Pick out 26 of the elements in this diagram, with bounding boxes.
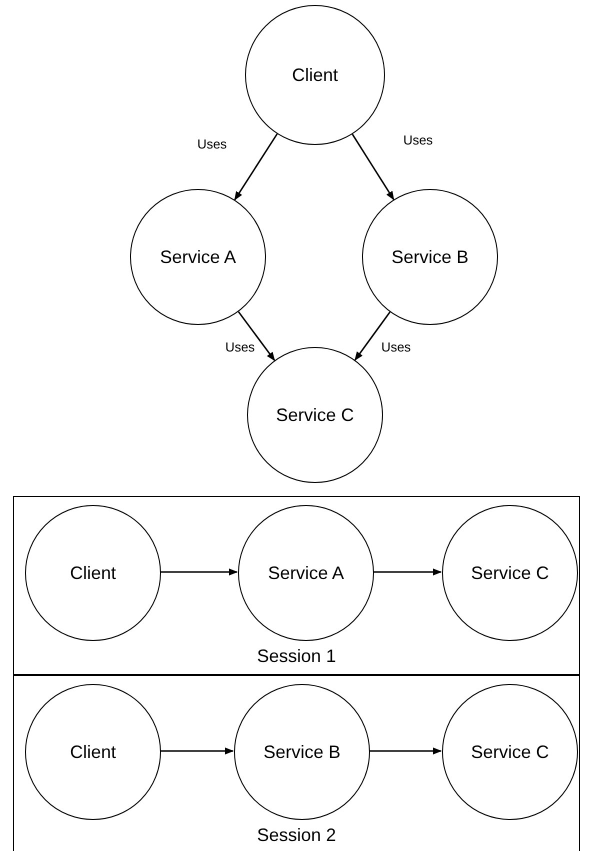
session-label: Session 2 <box>256 824 338 847</box>
arrow <box>373 568 442 576</box>
session-panel <box>13 496 580 675</box>
arrow <box>369 747 442 755</box>
edge-label: Uses <box>401 134 435 146</box>
arrow <box>238 311 276 362</box>
node-label: Service B <box>391 246 469 268</box>
node-label: Service C <box>276 404 354 426</box>
node-label: Service A <box>268 562 344 584</box>
session-panel <box>13 675 580 851</box>
session-label: Session 1 <box>256 645 338 668</box>
arrow <box>160 747 234 755</box>
node-label: Service B <box>263 740 341 764</box>
node-label: Client <box>70 562 116 584</box>
edge-label: Uses <box>223 340 257 354</box>
node-label: Service A <box>160 246 236 268</box>
node-label: Client <box>292 64 338 86</box>
edge-label: Uses <box>379 340 413 354</box>
arrow <box>234 133 278 201</box>
arrow <box>160 568 238 576</box>
node-label: Service C <box>470 562 550 584</box>
edge-label: Uses <box>195 138 229 150</box>
arrow <box>354 312 391 361</box>
node-label: Client <box>70 740 116 764</box>
node-label: Service C <box>470 740 550 764</box>
arrow <box>352 134 394 200</box>
